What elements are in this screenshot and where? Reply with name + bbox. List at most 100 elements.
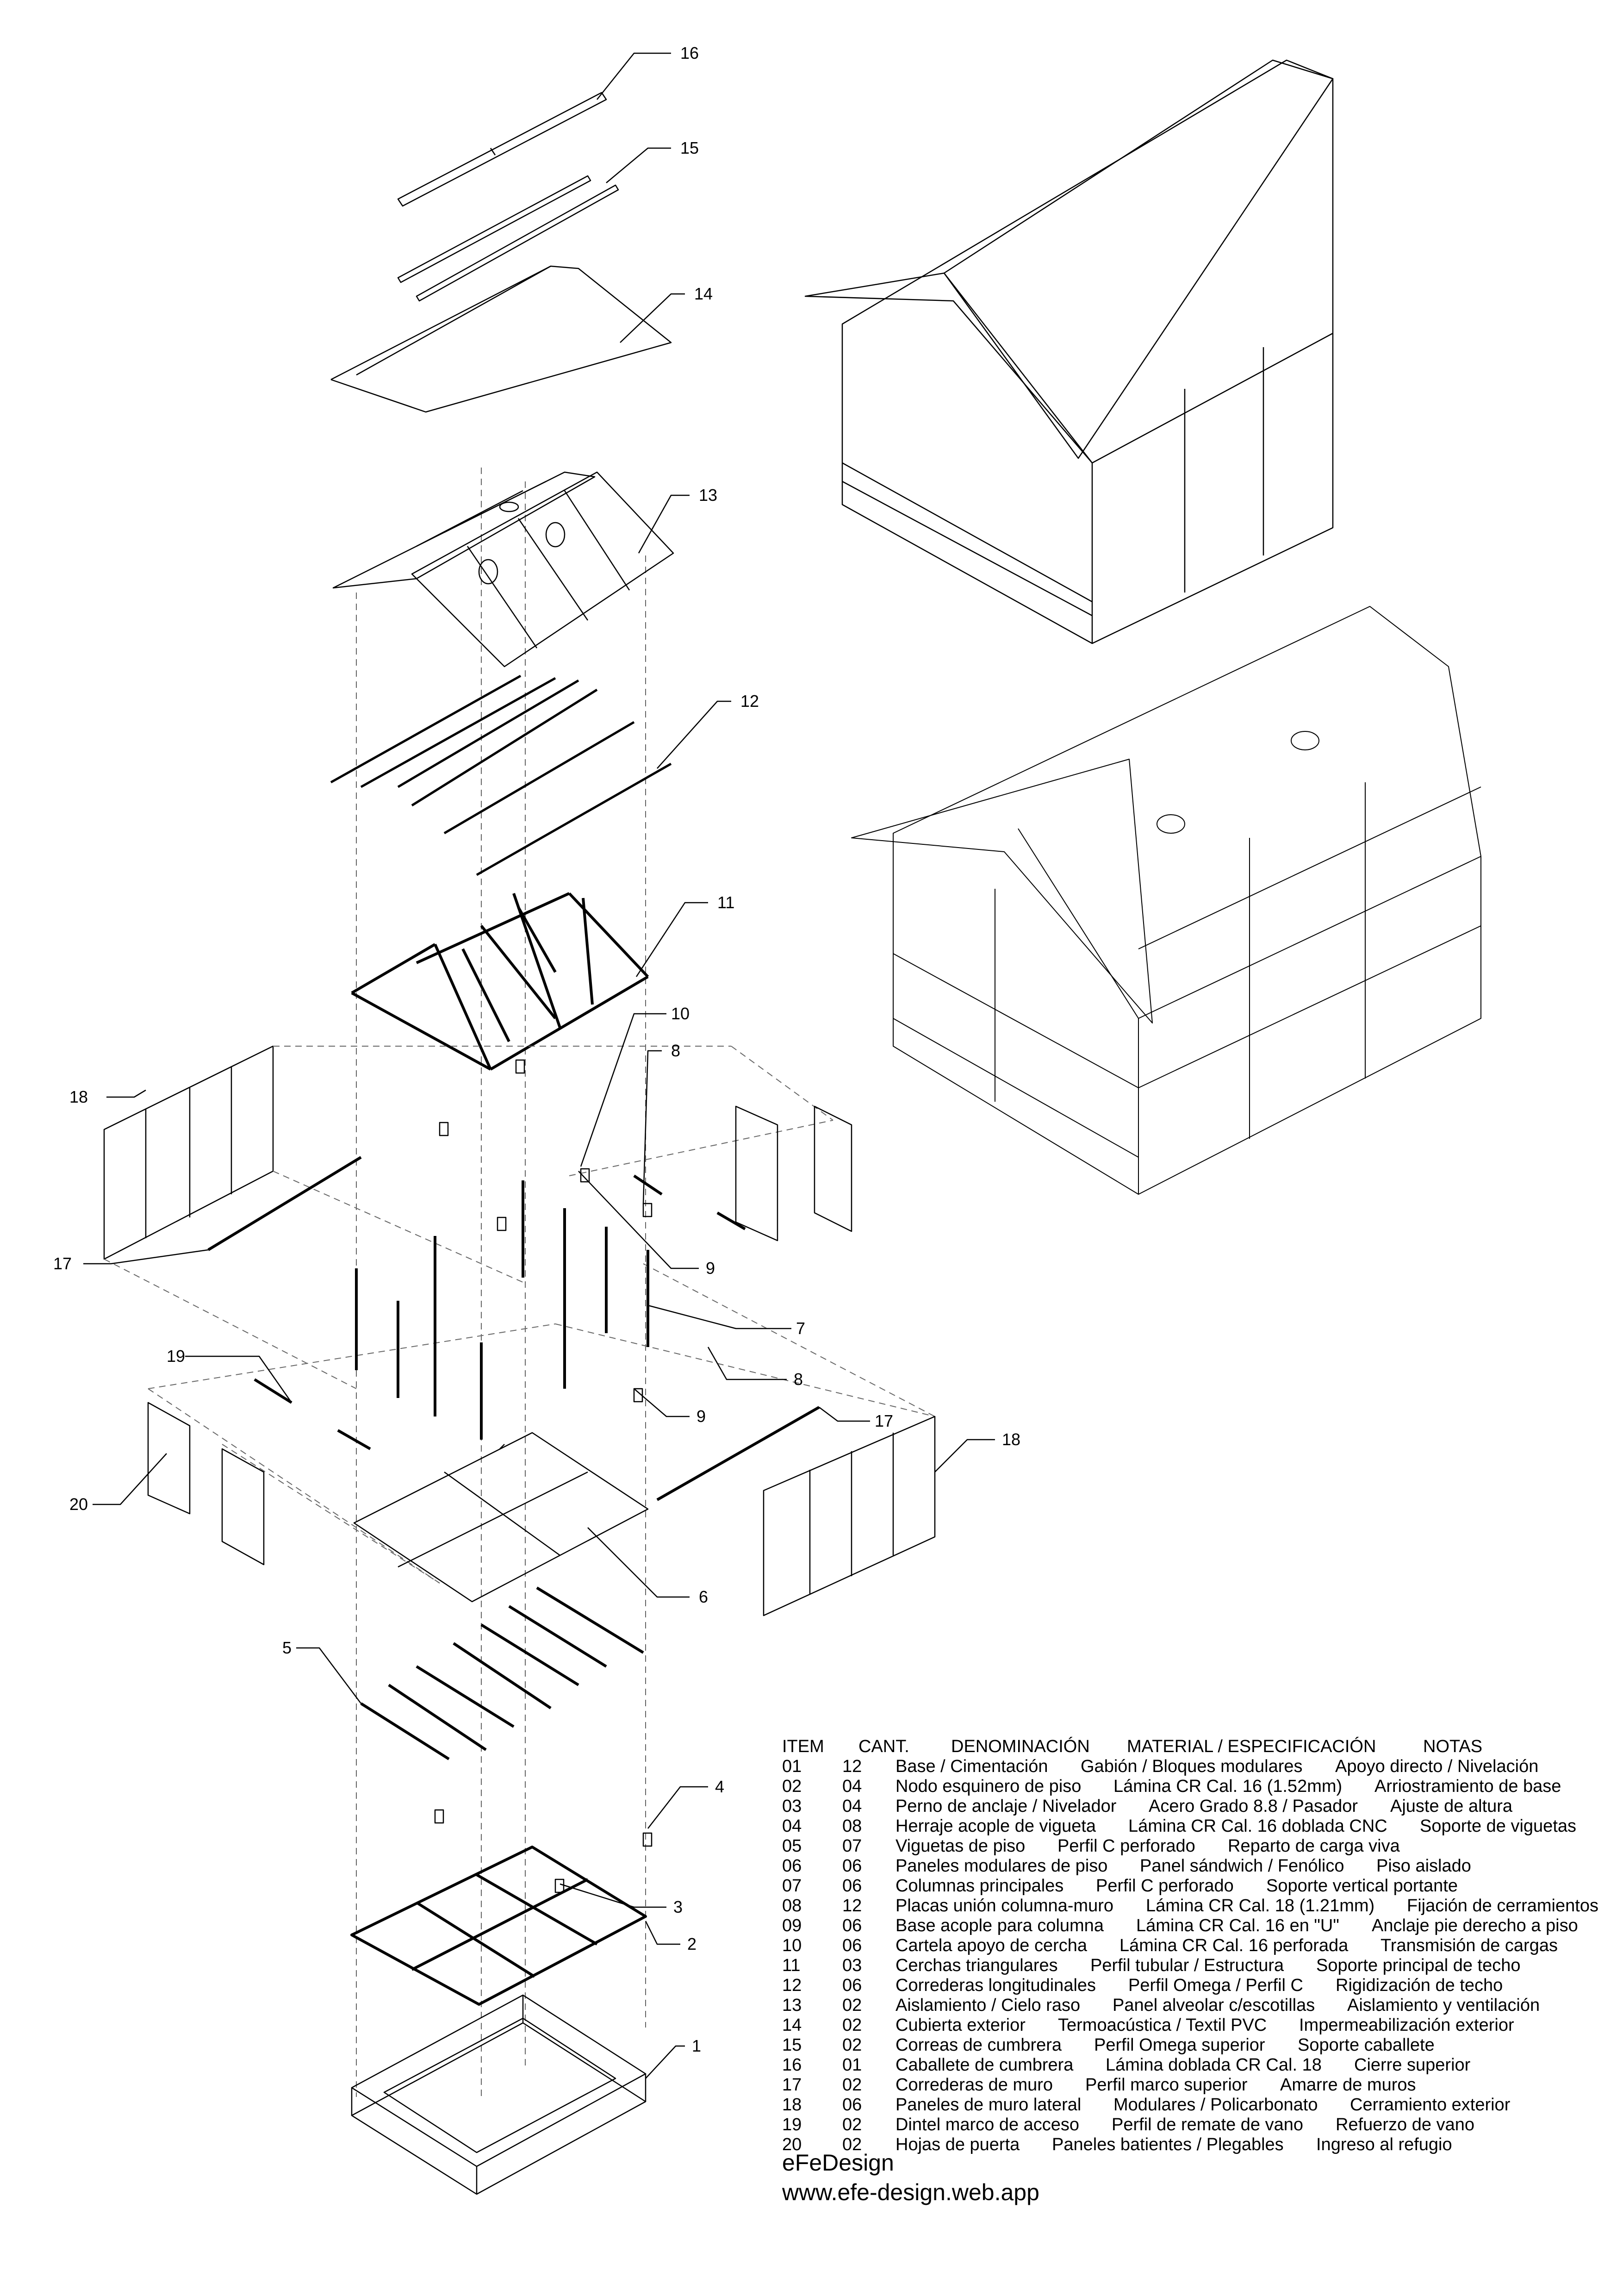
bom-item: 18 (782, 2095, 802, 2115)
callout-caballete: 16 (680, 44, 699, 62)
bom-material: Paneles batientes / Plegables (1052, 2135, 1284, 2154)
bom-name: Nodo esquinero de piso (895, 1777, 1082, 1796)
bom-qty: 04 (842, 1797, 862, 1816)
part-02-floor-frame (350, 1846, 647, 2006)
part-07-columns (355, 1180, 649, 1440)
bom-material: Perfil Omega / Perfil C (1128, 1976, 1303, 1995)
bom-qty: 02 (842, 2115, 862, 2134)
bom-notes: Refuerzo de vano (1336, 2115, 1474, 2134)
bom-name: Cerchas triangulares (895, 1956, 1058, 1975)
bom-name: Base acople para columna (895, 1916, 1104, 1935)
part-11-trusses (351, 892, 649, 1071)
bom-qty: 02 (842, 2135, 862, 2154)
bom-material: Lámina CR Cal. 18 (1.21mm) (1146, 1896, 1375, 1915)
bom-name: Dintel marco de acceso (895, 2115, 1080, 2134)
bom-name: Paneles modulares de piso (895, 1856, 1108, 1876)
callout-base: 1 (692, 2036, 701, 2055)
bom-name: Columnas principales (895, 1876, 1064, 1896)
callout-aislamiento: 13 (699, 486, 717, 505)
bom-qty: 06 (842, 2095, 862, 2115)
bom-qty: 02 (842, 2075, 862, 2095)
bom-notes: Rigidización de techo (1336, 1976, 1503, 1995)
callout-cubierta: 14 (694, 284, 713, 303)
part-14-roof-cover (330, 265, 672, 413)
assembled-house-render (804, 59, 1334, 644)
bom-name: Correderas longitudinales (895, 1976, 1096, 1995)
bom-material: Perfil tubular / Estructura (1090, 1956, 1284, 1975)
bom-notes: Ajuste de altura (1390, 1797, 1513, 1816)
bom-item: 15 (782, 2035, 802, 2055)
bom-qty: 07 (842, 1836, 862, 1856)
bom-notes: Apoyo directo / Nivelación (1335, 1757, 1539, 1776)
callout-correas: 15 (680, 138, 699, 157)
bom-qty: 03 (842, 1956, 862, 1975)
bom-name: Aislamiento / Cielo raso (895, 1996, 1081, 2015)
bom-header-qty: CANT. (858, 1737, 909, 1756)
bom-material: Perfil marco superior (1085, 2075, 1248, 2095)
bom-material: Acero Grado 8.8 / Pasador (1149, 1797, 1358, 1816)
bom-qty: 04 (842, 1777, 862, 1796)
part-17-wall-rails (207, 1156, 820, 1501)
bom-notes: Arriostramiento de base (1374, 1777, 1561, 1796)
callout-nodo: 2 (687, 1934, 696, 1953)
bom-material: Lámina CR Cal. 16 en "U" (1136, 1916, 1339, 1935)
callout-herraje: 4 (715, 1777, 724, 1796)
bom-name: Caballete de cumbrera (895, 2055, 1074, 2075)
bom-notes: Transmisión de cargas (1380, 1936, 1558, 1955)
bom-notes: Impermeabilización exterior (1299, 2015, 1514, 2035)
bom-material: Panel alveolar c/escotillas (1113, 1996, 1315, 2015)
bom-qty: 06 (842, 1976, 862, 1995)
part-06-floor-panels (353, 1432, 649, 1603)
part-15-ridge-purlins (397, 175, 619, 302)
callout-dintel: 19 (167, 1347, 185, 1366)
callout-base-mid: 9 (696, 1407, 706, 1426)
bom-item: 11 (782, 1956, 801, 1975)
bom-material: Termoacústica / Textil PVC (1058, 2015, 1267, 2035)
part-05-joists (360, 1586, 644, 1760)
bom-notes: Fijación de cerramientos (1407, 1896, 1598, 1915)
bom-item: 06 (782, 1856, 802, 1876)
part-end-panels-top (735, 1105, 852, 1242)
bom-qty: 06 (842, 1856, 862, 1876)
callout-correderas-right: 17 (875, 1411, 893, 1430)
bom-notes: Amarre de muros (1280, 2075, 1416, 2095)
bom-material: Lámina CR Cal. 16 doblada CNC (1128, 1816, 1387, 1836)
callout-perno: 3 (673, 1897, 683, 1916)
bom-item: 10 (782, 1936, 802, 1955)
bom-row: 11 03 Cerchas triangulares Perfil tubular /… (782, 1956, 1615, 1976)
bom-qty: 08 (842, 1816, 862, 1836)
bom-item: 14 (782, 2015, 802, 2035)
bom-material: Modulares / Policarbonato (1113, 2095, 1318, 2115)
bom-header-name: DENOMINACIÓN (951, 1737, 1090, 1756)
callout-cerchas: 11 (717, 893, 734, 912)
bom-material: Gabión / Bloques modulares (1081, 1757, 1303, 1776)
callout-columnas: 7 (796, 1319, 805, 1338)
callout-correderas-left: 17 (53, 1254, 72, 1273)
bom-qty: 02 (842, 2035, 862, 2055)
bom-material: Perfil C perforado (1096, 1876, 1234, 1896)
bom-name: Placas unión columna-muro (895, 1896, 1114, 1915)
callout-paneles-right: 18 (1002, 1430, 1020, 1449)
bom-material: Lámina CR Cal. 16 (1.52mm) (1113, 1777, 1343, 1796)
callout-leaders (83, 52, 995, 2079)
bom-item: 08 (782, 1896, 802, 1915)
bom-notes: Soporte vertical portante (1266, 1876, 1458, 1896)
bom-name: Viguetas de piso (895, 1836, 1026, 1856)
bom-name: Base / Cimentación (895, 1757, 1048, 1776)
small-fittings (434, 1059, 653, 1893)
callout-placas-mid: 8 (794, 1370, 803, 1389)
bom-qty: 02 (842, 2015, 862, 2035)
part-18-wall-panels-right (763, 1416, 936, 1616)
bom-notes: Aislamiento y ventilación (1347, 1996, 1540, 2015)
callout-paneles-left: 18 (69, 1087, 88, 1106)
